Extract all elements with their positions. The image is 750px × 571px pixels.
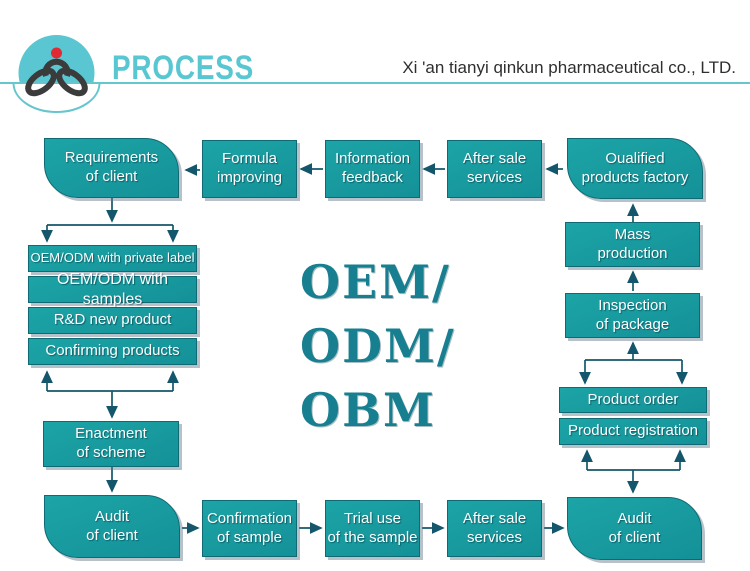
center-headline-line3: OBM xyxy=(300,383,436,437)
box-rd-new-product: R&D new product xyxy=(28,307,197,334)
box-product-order: Product order xyxy=(559,387,707,413)
box-trial-use-of-sample: Trial use of the sample xyxy=(325,500,420,557)
company-logo-icon xyxy=(12,35,101,113)
box-mass-production: Mass production xyxy=(565,222,700,267)
right-column-arrows xyxy=(579,203,688,494)
box-inspection-of-package: Inspection of package xyxy=(565,293,700,338)
logo-red-dot xyxy=(51,47,62,59)
box-formula-improving: Formula improving xyxy=(202,140,297,198)
center-headline-line2: ODM/ xyxy=(300,319,456,373)
box-after-sale-services-top: After sale services xyxy=(447,140,542,198)
box-requirements-of-client: Requirements of client xyxy=(44,138,179,198)
box-oem-odm-private-label: OEM/ODM with private label xyxy=(28,245,197,272)
box-audit-of-client-right: Audit of client xyxy=(567,497,702,560)
box-confirming-products: Confirming products xyxy=(28,338,197,365)
box-information-feedback: Information feedback xyxy=(325,140,420,198)
center-headline: OEM/ ODM/ OBM xyxy=(300,250,456,442)
box-qualified-products-factory: Oualified products factory xyxy=(567,138,703,199)
top-row-arrows xyxy=(184,163,563,176)
center-headline-line1: OEM/ xyxy=(300,255,451,309)
box-product-registration: Product registration xyxy=(559,418,707,445)
box-after-sale-services-bottom: After sale services xyxy=(447,500,542,557)
box-audit-of-client-left: Audit of client xyxy=(44,495,180,558)
left-column-arrows xyxy=(41,198,179,493)
page-title: PROCESS xyxy=(112,49,255,87)
header-divider-line xyxy=(0,82,750,84)
box-confirmation-of-sample: Confirmation of sample xyxy=(202,500,297,557)
box-oem-odm-with-samples: OEM/ODM with samples xyxy=(28,271,197,308)
company-name: Xi 'an tianyi qinkun pharmaceutical co.,… xyxy=(402,58,736,77)
box-enactment-of-scheme: Enactment of scheme xyxy=(43,421,179,467)
